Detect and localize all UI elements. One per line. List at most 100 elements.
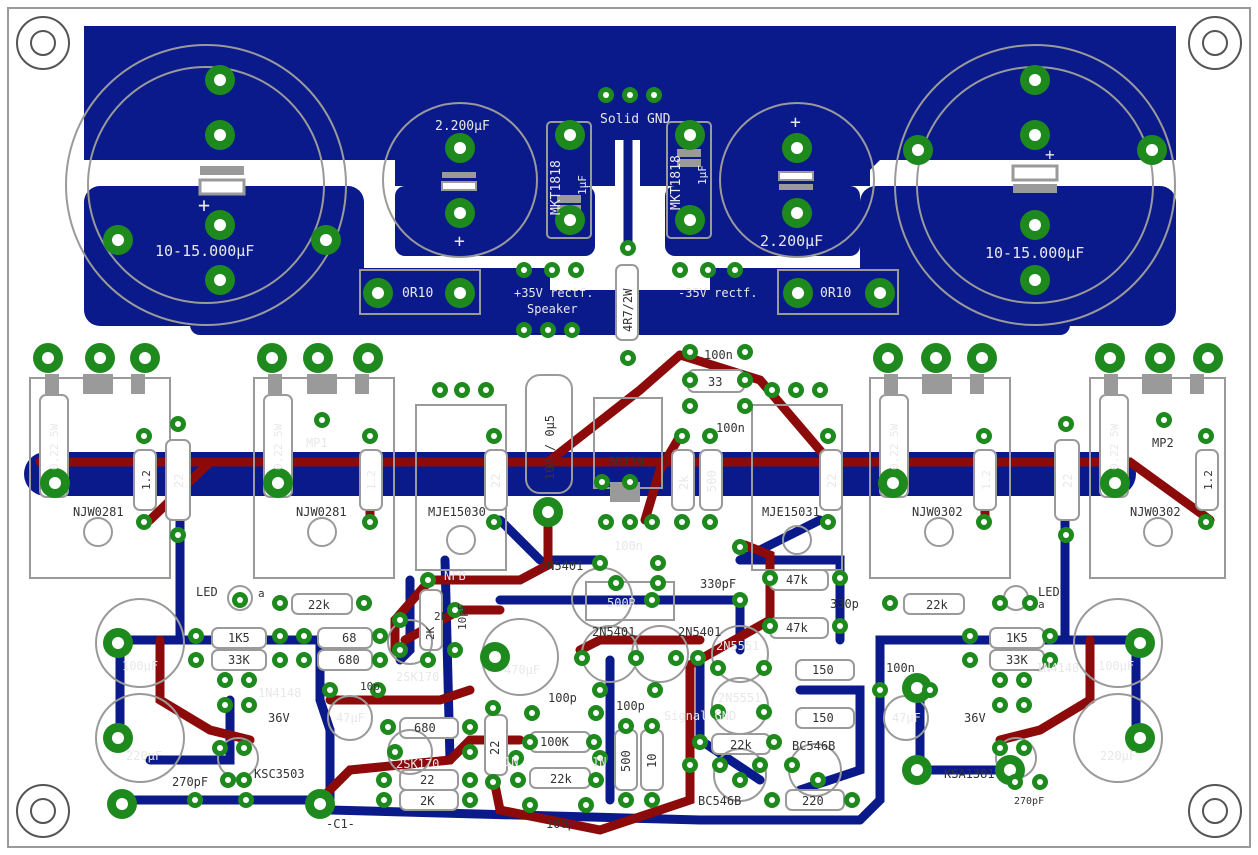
label-1n4148-l: 1N4148 [258, 686, 301, 700]
pad-drill [490, 705, 496, 711]
label-100p-b: 100p [616, 699, 645, 713]
pad-drill [1029, 129, 1041, 141]
label-5w-3: 0.22 5W [888, 423, 901, 470]
label-0r10-right: 0R10 [820, 286, 851, 301]
pad-drill [625, 355, 631, 361]
pad-drill [112, 732, 124, 744]
pad-drill [452, 607, 458, 613]
pad-drill [1012, 779, 1018, 785]
label-1-2-c: 1.2 [980, 470, 993, 490]
label-220uf-r: 220µF [1100, 749, 1136, 763]
pad-drill [649, 723, 655, 729]
pad-drill [529, 710, 535, 716]
label-100p-c: 100p [546, 817, 575, 831]
pad-drill [655, 580, 661, 586]
pad-drill [243, 797, 249, 803]
ground-plane [24, 26, 1176, 496]
pad-drill [377, 633, 383, 639]
label-cap-2200-right: 2.200µF [760, 232, 823, 250]
pad-drill [997, 677, 1003, 683]
pad-drill [791, 142, 803, 154]
label-22-d: 22 [1061, 474, 1075, 488]
pad-drill [887, 477, 899, 489]
pad-drill [1109, 477, 1121, 489]
label-22-small: 22 [420, 773, 434, 787]
pad-drill [301, 657, 307, 663]
label-bc546b-b: BC546B [698, 794, 741, 808]
label-mkt-left-val: 1µF [576, 175, 589, 195]
pad-drill [767, 623, 773, 629]
pad-drill [397, 647, 403, 653]
label-33k-l: 33K [228, 653, 250, 667]
pad-drill [715, 709, 721, 715]
pad-drill [707, 433, 713, 439]
pad-drill [1037, 779, 1043, 785]
pad-drill [112, 234, 124, 246]
label-njw0281-b: NJW0281 [296, 505, 347, 519]
label-1-2-d: 1.2 [1202, 470, 1215, 490]
label-270pf-l: 270pF [172, 775, 208, 789]
label-2n5551-b: 2N5551 [718, 691, 761, 705]
pad-drill [769, 797, 775, 803]
pad-drill [597, 755, 603, 761]
pad-drill [927, 687, 933, 693]
pad-drill [1004, 764, 1016, 776]
pad-drill [1027, 600, 1033, 606]
pad-drill [1063, 421, 1069, 427]
pad-drill [301, 633, 307, 639]
pad-drill [459, 387, 465, 393]
pad-drill [1134, 732, 1146, 744]
label-100n-top: 100n [704, 348, 733, 362]
label-cap-2200-left: 2.200µF [435, 119, 490, 134]
label-47uf-l: 47µF [336, 711, 365, 725]
pad-drill [277, 600, 283, 606]
pad-drill [1134, 637, 1146, 649]
pad-drill [603, 519, 609, 525]
label-rect-neg: -35V rectf. [678, 286, 757, 300]
pad-drill [241, 777, 247, 783]
pad-drill [579, 655, 585, 661]
label-1k5-l: 1K5 [228, 631, 250, 645]
label-2n5401-a: 2N5401 [540, 559, 583, 573]
label-22-b: 22 [489, 474, 503, 488]
transistor-tabs [45, 374, 1204, 502]
pad-drill [742, 403, 748, 409]
pad-drill [874, 287, 886, 299]
label-2n5401-b: 2N5401 [592, 625, 635, 639]
pad-drill [695, 655, 701, 661]
label-2sk170-b: 2SK170 [396, 757, 439, 771]
pad-drill [687, 377, 693, 383]
pad-drill [981, 433, 987, 439]
pad-drill [545, 327, 551, 333]
pad-drill [241, 745, 247, 751]
pad-drill [673, 655, 679, 661]
label-270pf-r: 270pF [1014, 796, 1044, 807]
pad-drill [591, 739, 597, 745]
pad-drill [684, 214, 696, 226]
pad-drill [491, 519, 497, 525]
pad-drill [1104, 352, 1116, 364]
svg-text:+: + [1045, 145, 1055, 164]
pad-drill [912, 144, 924, 156]
pad-drill [761, 665, 767, 671]
pad-drill [385, 724, 391, 730]
svg-text:+: + [790, 112, 801, 133]
pad-drill [623, 723, 629, 729]
pad-drill [911, 682, 923, 694]
label-47uf-r: 47µF [892, 711, 921, 725]
cap-2200-right [719, 102, 875, 258]
label-1-2-b: 1.2 [365, 470, 378, 490]
label-33k-r: 33K [1006, 653, 1028, 667]
pad-drill [837, 575, 843, 581]
pad-drill [222, 702, 228, 708]
pad-drill [623, 797, 629, 803]
pad-drill [599, 479, 605, 485]
pad-drill [314, 798, 326, 810]
label-22k-l: 22k [308, 598, 330, 612]
pad-drill [141, 519, 147, 525]
pad-drill [1203, 519, 1209, 525]
pad-drill [467, 749, 473, 755]
label-470uf: 470µF [504, 663, 540, 677]
pad-drill [825, 519, 831, 525]
pad-drill [1021, 702, 1027, 708]
